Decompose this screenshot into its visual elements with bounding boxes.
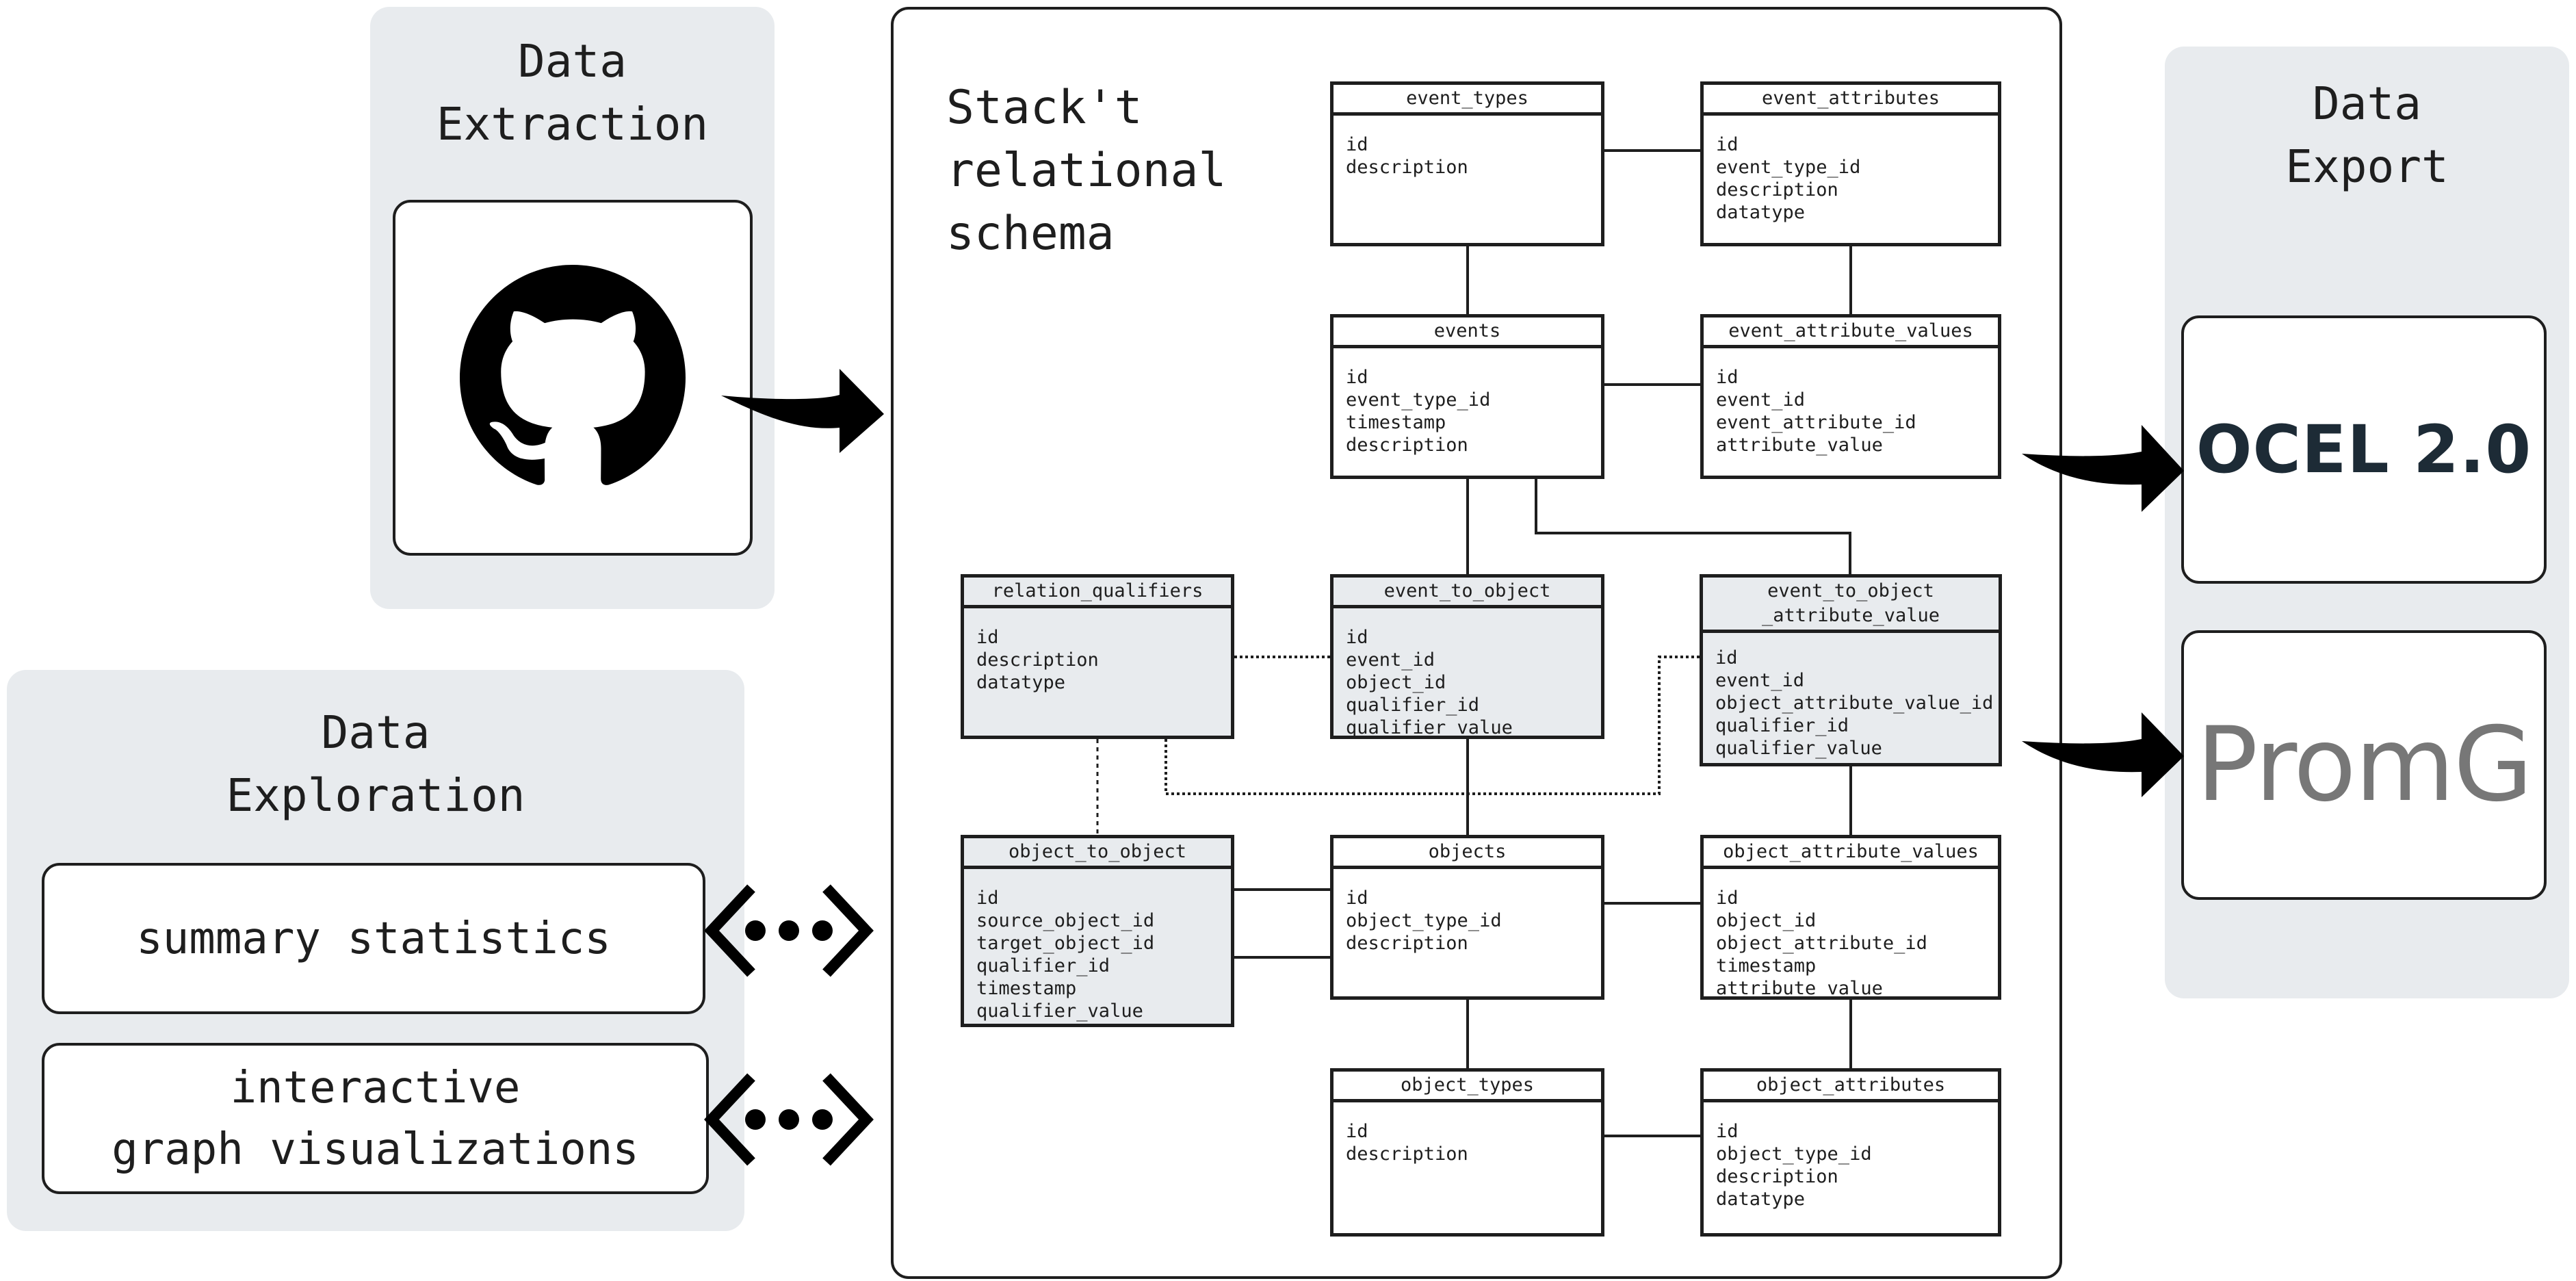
table-column: id <box>1346 367 1368 388</box>
promg-export-box[interactable]: PromG <box>2181 630 2547 900</box>
github-icon <box>460 265 686 485</box>
table-column: description <box>976 649 1099 671</box>
table-column: qualifier_value <box>976 1000 1143 1022</box>
table-column: id <box>1346 1121 1368 1142</box>
table-header: relation_qualifiers <box>964 578 1231 608</box>
table-column: event_type_id <box>1346 389 1491 411</box>
table-column: object_id <box>1716 910 1817 931</box>
table-column: id <box>1716 1121 1739 1142</box>
data-export-title: Data Export <box>2285 77 2449 193</box>
table-column: timestamp <box>1716 955 1817 976</box>
data-exploration-title: Data Exploration <box>226 706 525 822</box>
table-column: object_attribute_value_id <box>1715 693 1994 714</box>
table-column: datatype <box>1716 1189 1806 1210</box>
table-column: id <box>1716 134 1739 155</box>
table-column: description <box>1346 157 1468 178</box>
ocel-export-box[interactable]: OCEL 2.0 <box>2181 315 2547 584</box>
promg-logo: PromG <box>2196 706 2533 825</box>
table-column: object_type_id <box>1346 910 1502 931</box>
schema-title: Stack't relational schema <box>946 81 1227 261</box>
graph-visualizations-box[interactable]: interactive graph visualizations <box>42 1043 709 1194</box>
table-column: datatype <box>1716 202 1806 223</box>
table-column: event_type_id <box>1716 157 1861 178</box>
table-column: timestamp <box>1346 412 1446 433</box>
table-column: source_object_id <box>976 910 1155 931</box>
ocel-logo: OCEL 2.0 <box>2196 411 2532 488</box>
table-header: events <box>1333 318 1601 348</box>
table-header: object_attributes <box>1704 1072 1998 1102</box>
table-column: event_id <box>1715 670 1805 691</box>
table-column: id <box>1346 627 1368 648</box>
table-column: event_attribute_id <box>1716 412 1916 433</box>
table-column: datatype <box>976 672 1066 693</box>
table-header: event_to_object <box>1333 578 1601 608</box>
table-column: qualifier_value <box>1346 717 1513 738</box>
table-column: event_id <box>1346 649 1435 671</box>
table-column: description <box>1346 1143 1468 1165</box>
table-header: object_types <box>1333 1072 1601 1102</box>
table-column: qualifier_value <box>1715 738 1882 759</box>
table-header: event_types <box>1333 85 1601 116</box>
table-column: attribute_value <box>1716 978 1883 999</box>
table-header: event_to_object _attribute_value <box>1703 578 1999 633</box>
graph-visualizations-label: interactive graph visualizations <box>112 1062 639 1175</box>
table-header: objects <box>1333 838 1601 869</box>
table-header: event_attributes <box>1704 85 1998 116</box>
table-column: id <box>976 888 999 909</box>
table-column: id <box>1346 134 1368 155</box>
table-column: id <box>1346 888 1368 909</box>
table-header: event_attribute_values <box>1704 318 1998 348</box>
table-column: description <box>1716 179 1838 200</box>
table-column: qualifier_id <box>1715 715 1849 736</box>
table-column: object_attribute_id <box>1716 933 1927 954</box>
table-column: id <box>1715 647 1738 669</box>
summary-statistics-box[interactable]: summary statistics <box>42 863 705 1014</box>
table-column: id <box>976 627 999 648</box>
table-column: description <box>1346 435 1468 456</box>
table-column: attribute_value <box>1716 435 1883 456</box>
table-column: object_id <box>1346 672 1446 693</box>
table-column: object_type_id <box>1716 1143 1872 1165</box>
table-column: qualifier_id <box>1346 695 1480 716</box>
table-column: id <box>1716 367 1739 388</box>
table-column: description <box>1716 1166 1838 1187</box>
table-column: target_object_id <box>976 933 1155 954</box>
table-column: description <box>1346 933 1468 954</box>
table-column: event_id <box>1716 389 1806 411</box>
data-extraction-title: Data Extraction <box>436 35 709 151</box>
table-column: qualifier_id <box>976 955 1110 976</box>
table-column: id <box>1716 888 1739 909</box>
table-header: object_to_object <box>964 838 1231 869</box>
table-column: timestamp <box>976 978 1077 999</box>
github-source-box[interactable] <box>393 200 753 556</box>
summary-statistics-label: summary statistics <box>136 913 611 964</box>
table-header: object_attribute_values <box>1704 838 1998 869</box>
